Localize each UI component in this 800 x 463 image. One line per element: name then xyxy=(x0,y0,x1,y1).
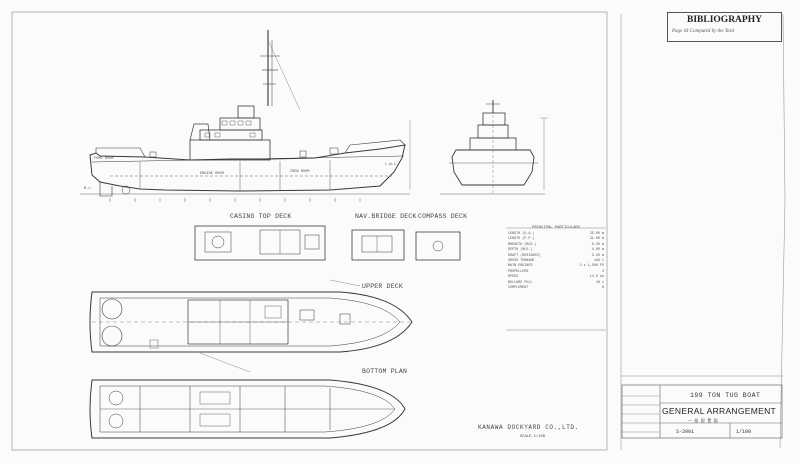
profile-view xyxy=(80,30,410,202)
title-block-subtitle: 一 般 配 置 図 xyxy=(688,420,718,424)
nav-bridge-deck-plan xyxy=(351,229,405,261)
particulars-row: COMPLEMENT 8 xyxy=(508,286,604,290)
bibliography-title: BIBLIOGRAPHY xyxy=(687,15,762,25)
label-compass-deck: COMPASS DECK xyxy=(418,213,468,220)
label-bl: B.L. xyxy=(84,187,93,191)
particulars-row: SPEED 12.0 kn xyxy=(508,275,604,279)
main-frame xyxy=(11,11,608,451)
label-upper-deck: UPPER DECK xyxy=(362,283,404,290)
particulars-row: GROSS TONNAGE 199 t xyxy=(508,259,604,263)
label-crew-room: CREW ROOM xyxy=(290,170,310,174)
title-block-boat: 199 TON TUG BOAT xyxy=(690,392,761,399)
particulars-value: 4.00 m xyxy=(591,248,604,253)
particulars-label: PROPELLERS xyxy=(508,269,529,274)
particulars-value: 9.20 m xyxy=(591,242,604,247)
particulars-label: MAIN ENGINES xyxy=(508,264,533,269)
particulars-label: LENGTH (P.P.) xyxy=(508,237,535,242)
label-lwl: L.W.L. xyxy=(385,163,398,167)
particulars-value: 199 t xyxy=(593,258,604,263)
particulars-value: 40 t xyxy=(595,280,604,285)
particulars-label: SPEED xyxy=(508,275,519,280)
principal-particulars: PRINCIPAL PARTICULARS LENGTH (O.A.) 35.00… xyxy=(508,226,604,291)
end-view xyxy=(409,100,548,195)
bottom-plan xyxy=(89,379,406,439)
particulars-row: DRAFT (DESIGNED) 3.20 m xyxy=(508,254,604,258)
label-engine-room: ENGINE ROOM xyxy=(200,172,224,176)
particulars-label: GROSS TONNAGE xyxy=(508,258,535,263)
compass-deck-plan xyxy=(415,231,461,261)
particulars-value: 2 x 1,500 PS xyxy=(579,264,604,269)
particulars-label: BOLLARD PULL xyxy=(508,280,533,285)
particulars-row: DEPTH (MLD.) 4.00 m xyxy=(508,248,604,252)
label-yard: KANAWA DOCKYARD CO.,LTD. xyxy=(478,424,579,431)
particulars-value: 3.20 m xyxy=(591,253,604,258)
particulars-label: DEPTH (MLD.) xyxy=(508,248,533,253)
particulars-row: PROPELLERS 2 xyxy=(508,270,604,274)
particulars-value: 2 xyxy=(601,269,604,274)
right-frame-edge xyxy=(779,13,786,449)
particulars-value: 35.00 m xyxy=(589,232,604,236)
particulars-row: BOLLARD PULL 40 t xyxy=(508,281,604,285)
particulars-value: 31.00 m xyxy=(589,237,604,242)
title-block-drawing-no: S-2001 xyxy=(676,429,695,435)
particulars-label: LENGTH (O.A.) xyxy=(508,232,535,236)
label-nav-bridge-deck: NAV.BRIDGE DECK xyxy=(355,213,417,220)
particulars-heading: PRINCIPAL PARTICULARS xyxy=(532,226,580,230)
particulars-label: COMPLEMENT xyxy=(508,285,529,290)
particulars-row: BREADTH (MLD.) 9.20 m xyxy=(508,243,604,247)
upper-deck-plan xyxy=(89,291,413,353)
particulars-value: 12.0 kn xyxy=(589,275,604,280)
title-block-title: GENERAL ARRANGEMENT xyxy=(662,406,777,416)
title-block xyxy=(621,384,783,439)
title-block-scale: 1/100 xyxy=(736,429,752,435)
particulars-row: MAIN ENGINES 2 x 1,500 PS xyxy=(508,264,604,268)
label-bottom-plan: BOTTOM PLAN xyxy=(362,368,408,375)
casing-top-deck-plan xyxy=(194,225,326,261)
particulars-row: LENGTH (O.A.) 35.00 m xyxy=(508,232,604,236)
label-fore-room: FORE ROOM xyxy=(94,157,114,161)
particulars-value: 8 xyxy=(601,285,604,290)
particulars-row: LENGTH (P.P.) 31.00 m xyxy=(508,237,604,241)
bibliography-box: BIBLIOGRAPHY Page 44 Computed by the Yar… xyxy=(667,12,782,42)
particulars-label: BREADTH (MLD.) xyxy=(508,242,537,247)
label-casing-top-deck: CASING TOP DECK xyxy=(230,213,292,220)
label-scale: SCALE 1/100 xyxy=(520,435,546,439)
bibliography-note: Page 44 Computed by the Yard xyxy=(672,29,734,34)
particulars-label: DRAFT (DESIGNED) xyxy=(508,253,541,258)
